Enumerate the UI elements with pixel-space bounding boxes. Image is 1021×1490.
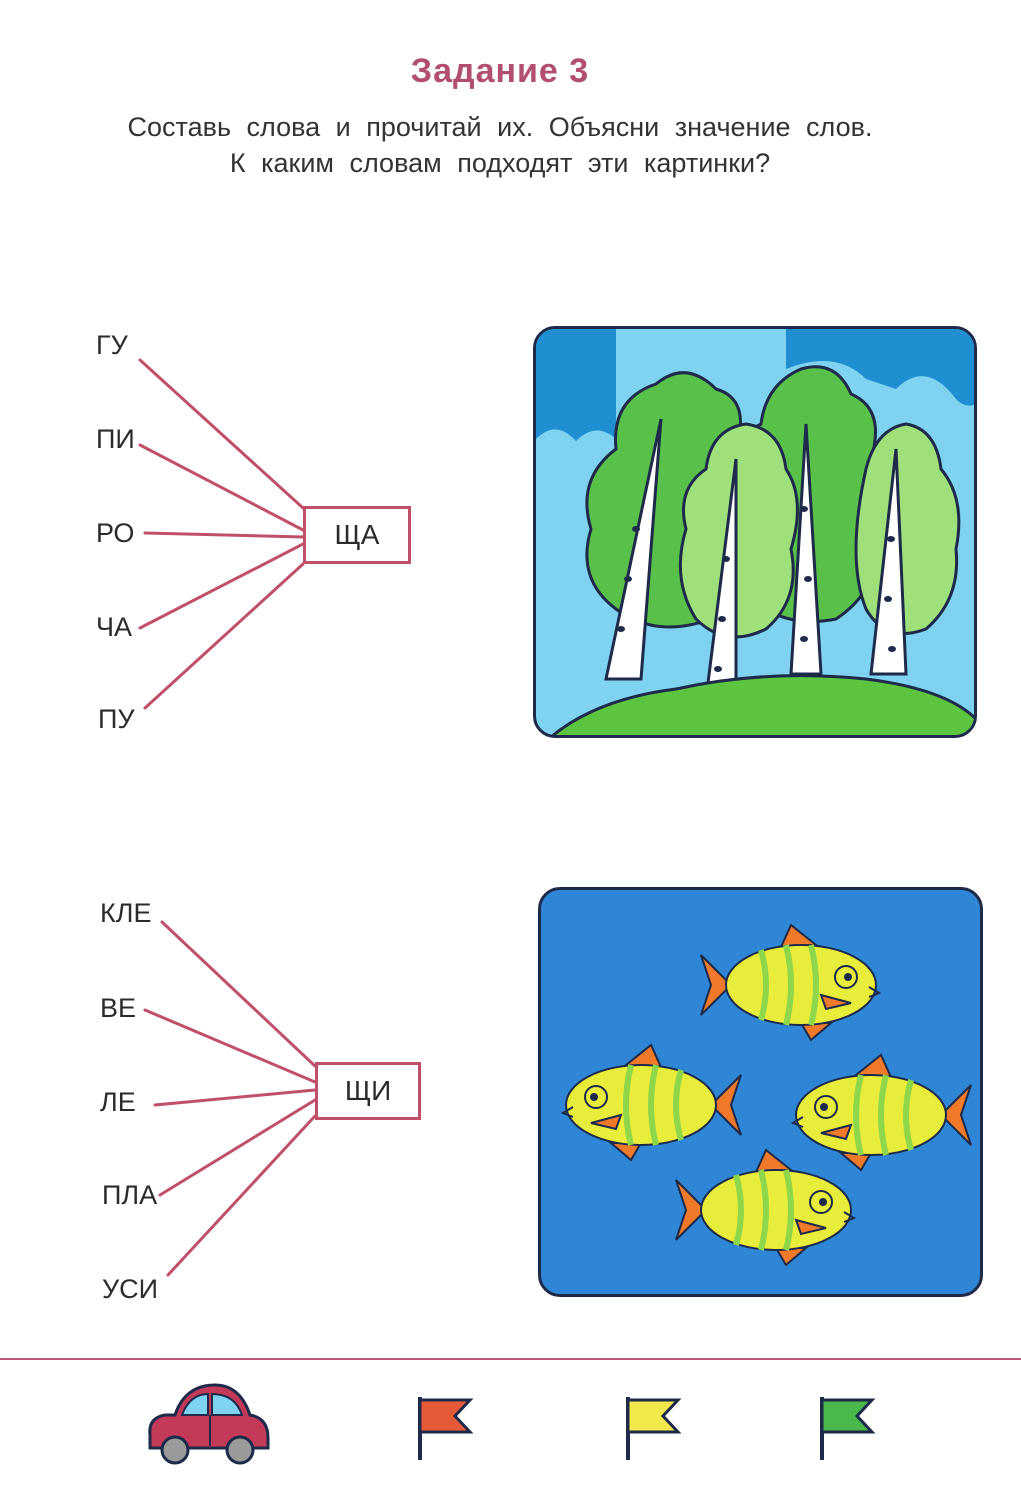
ending-box-shcha: ЩА <box>303 506 411 564</box>
syllable-pla: ПЛА <box>102 1180 158 1210</box>
connector-line <box>138 542 305 630</box>
instruction-line-1: Составь слова и прочитай их. Объясни зна… <box>127 112 873 142</box>
yellow-flag-icon <box>626 1397 682 1460</box>
task-title: Задание 3 <box>410 52 590 90</box>
connector-line <box>138 443 305 532</box>
connector-line <box>158 1098 317 1197</box>
connector-line <box>160 920 317 1068</box>
birch-trees-picture <box>533 326 977 738</box>
syllable-ro: РО <box>96 518 135 548</box>
syllable-cha: ЧА <box>96 612 133 642</box>
connector-line <box>143 531 305 539</box>
syllable-pu: ПУ <box>98 704 135 734</box>
syllable-usi: УСИ <box>102 1274 159 1304</box>
connector-line <box>153 1088 317 1107</box>
syllable-gu: ГУ <box>96 330 128 360</box>
syllable-pi: ПИ <box>96 424 135 454</box>
birch-trees-icon <box>536 329 974 735</box>
fish-picture <box>538 887 983 1297</box>
syllable-kle: КЛЕ <box>100 898 152 928</box>
ending-box-shchi: ЩИ <box>315 1062 421 1120</box>
connector-line <box>143 562 305 710</box>
syllable-ve: ВЕ <box>100 993 137 1023</box>
instruction-line-2: К каким словам подходят эти картинки? <box>229 148 771 178</box>
car-icon <box>148 1383 270 1465</box>
connector-line <box>166 1114 317 1277</box>
fish-icon <box>541 890 982 1296</box>
green-flag-icon <box>820 1397 876 1460</box>
syllable-le: ЛЕ <box>100 1087 136 1117</box>
footer-divider <box>0 1358 1021 1360</box>
connector-line <box>143 1008 317 1084</box>
connector-line <box>138 358 305 510</box>
red-flag-icon <box>418 1397 474 1460</box>
